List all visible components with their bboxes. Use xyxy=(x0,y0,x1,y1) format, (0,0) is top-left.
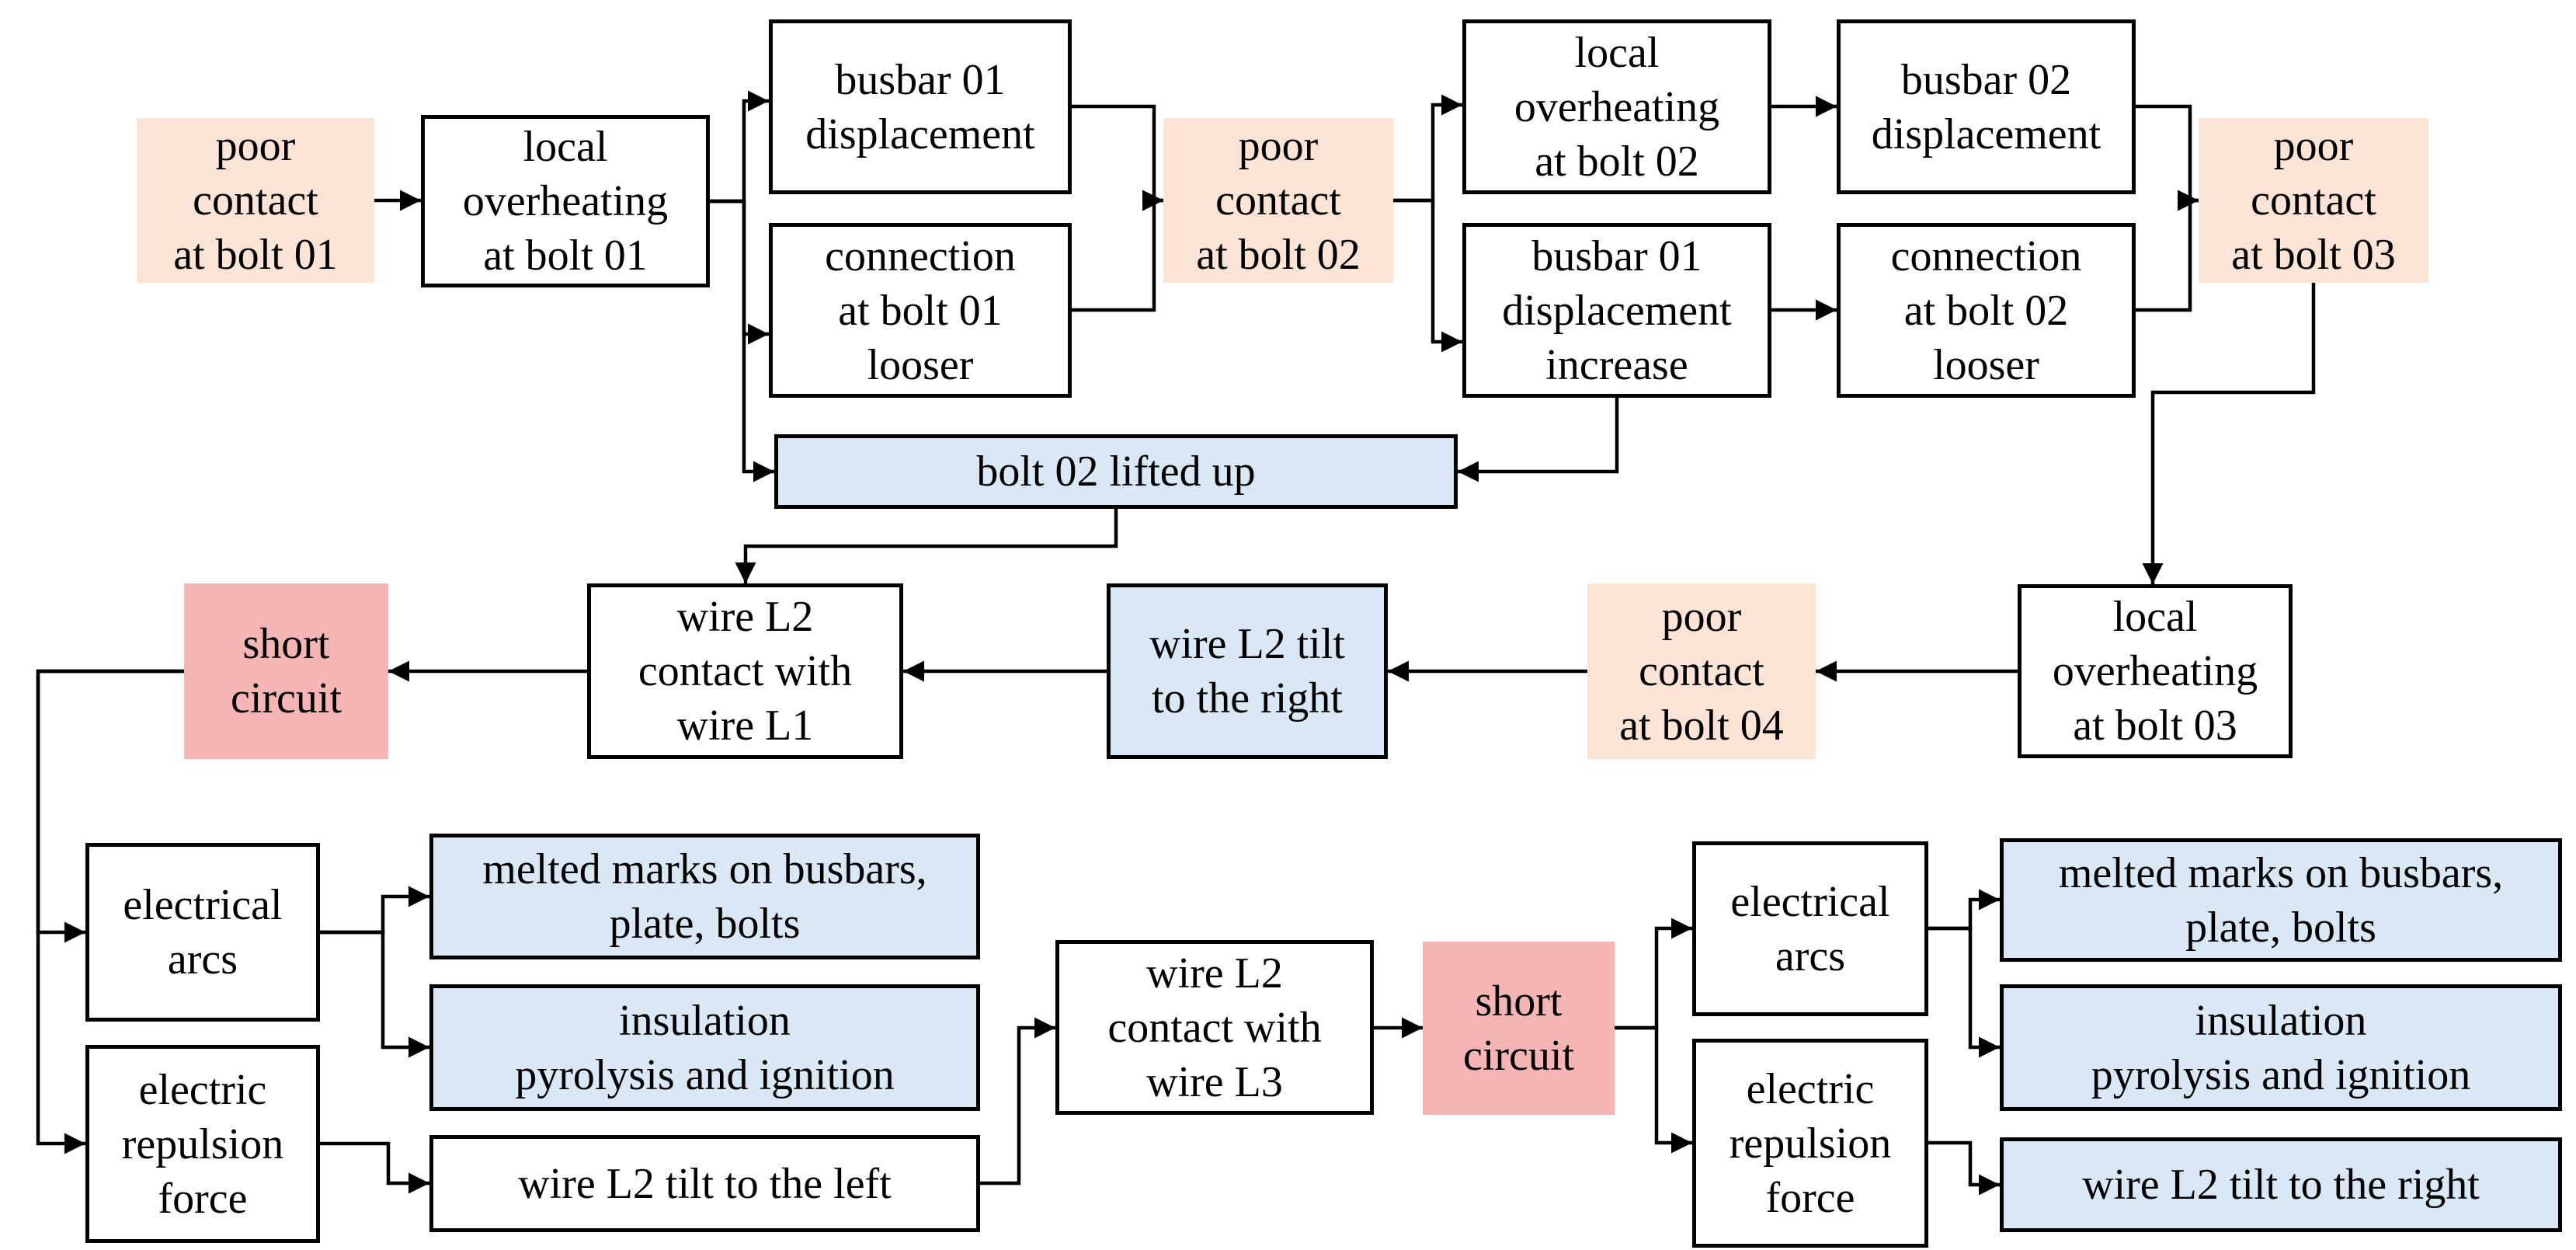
node-c5-label: local overheating at bolt 03 xyxy=(2052,593,2258,750)
edge-d4-to-e6 xyxy=(1928,1140,2000,1196)
edge-a2-to-b1 xyxy=(710,199,774,482)
node-c1: short circuit xyxy=(184,583,388,759)
node-a5-label: poor contact at bolt 02 xyxy=(1196,122,1361,279)
node-a8: busbar 02 displacement xyxy=(1837,19,2136,194)
node-a1: poor contact at bolt 01 xyxy=(137,118,374,283)
node-a7-label: busbar 01 displacement increase xyxy=(1502,232,1732,389)
edge-d1-to-e2 xyxy=(320,930,429,1058)
node-e3-label: wire L2 tilt to the left xyxy=(518,1159,892,1208)
node-c3: wire L2 tilt to the right xyxy=(1107,583,1388,759)
node-a9-label: connection at bolt 02 looser xyxy=(1890,232,2082,389)
node-a6: local overheating at bolt 02 xyxy=(1462,19,1771,194)
edge-a5-to-a6 xyxy=(1393,94,1462,203)
node-a2: local overheating at bolt 01 xyxy=(421,115,710,287)
node-b1: bolt 02 lifted up xyxy=(774,434,1458,509)
edge-a10-to-c5 xyxy=(2142,283,2316,584)
node-a9: connection at bolt 02 looser xyxy=(1837,223,2136,398)
edge-a3-to-a5 xyxy=(1072,104,1163,211)
node-d1: electrical arcs xyxy=(85,843,320,1022)
edge-a7-to-b1 xyxy=(1458,398,1619,482)
edge-a5-to-a7 xyxy=(1393,198,1462,353)
node-c4-label: poor contact at bolt 04 xyxy=(1619,593,1784,750)
node-e1-label: melted marks on busbars, plate, bolts xyxy=(482,845,927,948)
node-e5-label: insulation pyrolysis and ignition xyxy=(2091,996,2471,1099)
node-f2-label: short circuit xyxy=(1462,977,1575,1080)
edge-a4-to-a5 xyxy=(1072,190,1163,312)
node-a8-label: busbar 02 displacement xyxy=(1871,55,2101,158)
node-e1: melted marks on busbars, plate, bolts xyxy=(429,834,980,959)
node-d4-label: electric repulsion force xyxy=(1729,1064,1892,1222)
node-a5: poor contact at bolt 02 xyxy=(1163,118,1393,283)
node-d3-label: electrical arcs xyxy=(1730,877,1890,980)
edge-f2-to-d3 xyxy=(1615,917,1692,1030)
node-e2: insulation pyrolysis and ignition xyxy=(429,984,980,1111)
node-e6: wire L2 tilt to the right xyxy=(2000,1137,2562,1232)
edge-d2-to-e3 xyxy=(320,1141,429,1194)
node-a7: busbar 01 displacement increase xyxy=(1462,223,1771,398)
node-d2: electric repulsion force xyxy=(85,1045,320,1243)
node-f1: wire L2 contact with wire L3 xyxy=(1055,940,1374,1115)
edge-d3-to-e4 xyxy=(1928,889,2000,931)
node-e2-label: insulation pyrolysis and ignition xyxy=(515,996,895,1099)
node-a1-label: poor contact at bolt 01 xyxy=(173,122,338,279)
node-a3-label: busbar 01 displacement xyxy=(805,55,1035,158)
node-d4: electric repulsion force xyxy=(1692,1039,1928,1248)
edge-d3-to-e5 xyxy=(1928,926,2000,1058)
node-c2-label: wire L2 contact with wire L1 xyxy=(638,593,853,750)
node-d2-label: electric repulsion force xyxy=(121,1065,284,1223)
edge-d1-to-e1 xyxy=(320,886,429,935)
node-c4: poor contact at bolt 04 xyxy=(1587,583,1816,759)
edge-a9-to-a10 xyxy=(2136,190,2199,312)
node-e3: wire L2 tilt to the left xyxy=(429,1135,980,1232)
node-c3-label: wire L2 tilt to the right xyxy=(1149,620,1345,722)
node-a2-label: local overheating at bolt 01 xyxy=(462,123,669,280)
node-e5: insulation pyrolysis and ignition xyxy=(2000,984,2562,1111)
edge-a8-to-a10 xyxy=(2136,104,2199,211)
node-a6-label: local overheating at bolt 02 xyxy=(1514,28,1720,186)
node-f2: short circuit xyxy=(1423,942,1615,1115)
edge-b1-to-c2 xyxy=(735,509,1118,583)
node-b1-label: bolt 02 lifted up xyxy=(976,447,1256,496)
node-e4: melted marks on busbars, plate, bolts xyxy=(2000,838,2562,962)
edge-e3-to-f1 xyxy=(980,1017,1055,1186)
node-a3: busbar 01 displacement xyxy=(769,19,1072,194)
node-a4: connection at bolt 01 looser xyxy=(769,223,1072,398)
edge-a2-to-a3 xyxy=(710,90,769,204)
node-a10-label: poor contact at bolt 03 xyxy=(2231,122,2396,279)
node-f1-label: wire L2 contact with wire L3 xyxy=(1107,949,1322,1106)
node-d1-label: electrical arcs xyxy=(123,881,283,984)
node-c2: wire L2 contact with wire L1 xyxy=(587,583,903,759)
node-d3: electrical arcs xyxy=(1692,841,1928,1016)
node-e4-label: melted marks on busbars, plate, bolts xyxy=(2058,848,2504,952)
node-c1-label: short circuit xyxy=(230,620,342,722)
edge-a2-to-a4 xyxy=(710,199,769,345)
edge-f2-to-d4 xyxy=(1615,1025,1692,1154)
node-c5: local overheating at bolt 03 xyxy=(2018,584,2293,758)
node-a4-label: connection at bolt 01 looser xyxy=(825,232,1016,389)
node-a10: poor contact at bolt 03 xyxy=(2199,118,2428,283)
node-e6-label: wire L2 tilt to the right xyxy=(2082,1161,2480,1209)
